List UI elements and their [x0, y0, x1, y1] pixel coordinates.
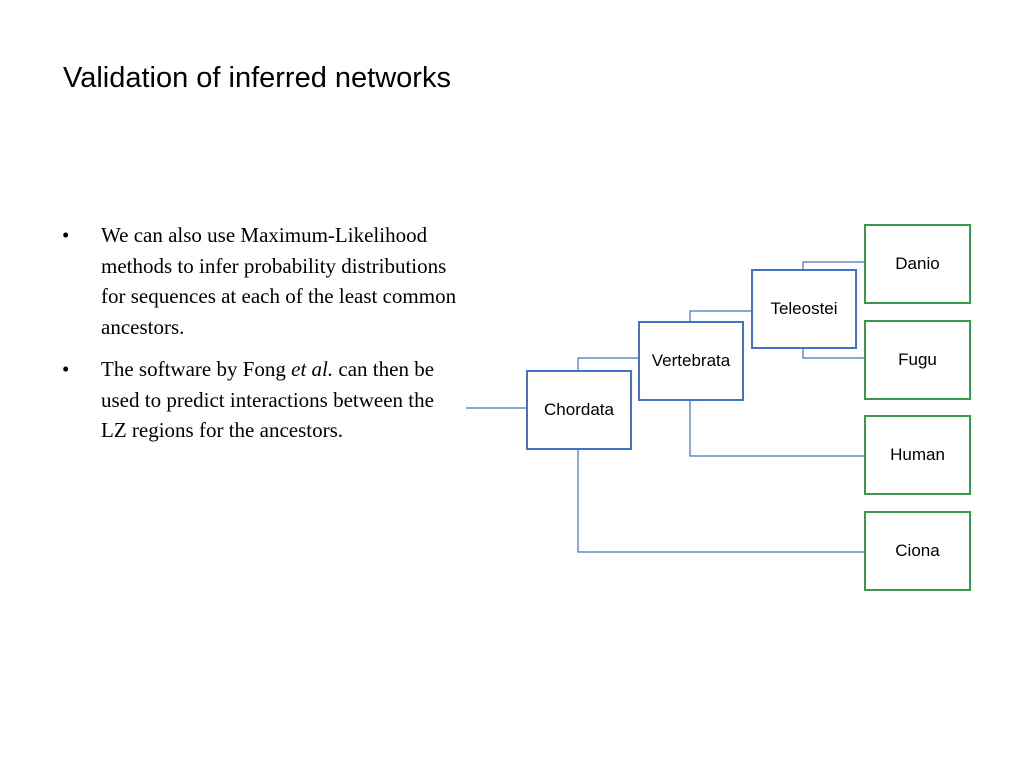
bullet-marker: • [62, 357, 70, 381]
tree-edge-chordata-vertebrata [577, 357, 639, 371]
tree-leaf-label: Fugu [898, 350, 937, 369]
bullet-text: The software by Fong et al. can then be … [101, 357, 434, 442]
bullet-item: • We can also use Maximum-Likelihood met… [62, 220, 462, 342]
tree-edge-vertebrata-human [689, 400, 865, 457]
tree-edge-teleostei-danio [802, 261, 865, 269]
tree-node-label: Chordata [544, 400, 614, 419]
tree-node-vertebrata: Vertebrata [638, 321, 744, 401]
tree-leaf-fugu: Fugu [864, 320, 971, 400]
tree-leaf-label: Danio [895, 254, 940, 273]
bullet-text-italic: et al. [291, 357, 334, 381]
tree-node-label: Teleostei [770, 299, 838, 318]
tree-leaf-label: Human [890, 445, 945, 464]
tree-leaf-danio: Danio [864, 224, 971, 304]
bullet-text-part: The software by Fong [101, 357, 292, 381]
tree-node-teleostei: Teleostei [751, 269, 857, 349]
bullet-text: We can also use Maximum-Likelihood metho… [101, 223, 457, 339]
tree-edge-teleostei-fugu [802, 348, 865, 359]
tree-leaf-human: Human [864, 415, 971, 495]
tree-node-label: Vertebrata [651, 351, 731, 370]
tree-leaf-label: Ciona [895, 541, 940, 560]
tree-edge-chordata-ciona [577, 449, 865, 553]
slide-title: Validation of inferred networks [63, 62, 451, 94]
tree-edge-vertebrata-teleostei [689, 310, 752, 322]
bullet-list: • We can also use Maximum-Likelihood met… [62, 220, 462, 458]
bullet-item: • The software by Fong et al. can then b… [62, 354, 462, 446]
tree-leaf-ciona: Ciona [864, 511, 971, 591]
bullet-text-part: can then be used to predict interactions… [101, 357, 435, 442]
bullet-marker: • [62, 223, 70, 247]
tree-node-chordata: Chordata [526, 370, 632, 450]
